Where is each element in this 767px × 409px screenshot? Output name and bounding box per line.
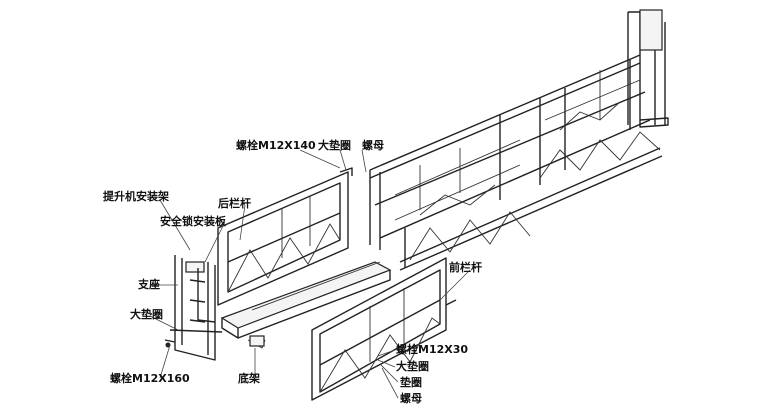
- label-nut-bottom: 螺母: [400, 391, 422, 405]
- rear-rail-assembly: [217, 167, 353, 306]
- label-safety-lock-plate: 安全锁安装板: [160, 214, 227, 228]
- label-nut-top: 螺母: [362, 138, 384, 152]
- leader-lines: [149, 149, 471, 399]
- label-hoist-mount: 提升机安装架: [103, 189, 169, 203]
- label-rear-rail: 后栏杆: [218, 196, 251, 210]
- label-bottom-frame: 底架: [238, 371, 260, 385]
- hoist-mount-assembly: [164, 255, 223, 361]
- label-bolt-m12x160: 螺栓M12X160: [110, 371, 190, 385]
- label-bolt-m12x140: 螺栓M12X140: [236, 138, 316, 152]
- label-front-rail: 前栏杆: [449, 260, 482, 274]
- label-support-base: 支座: [137, 277, 160, 291]
- label-large-washer-top: 大垫圈: [318, 138, 351, 152]
- label-large-washer-left: 大垫圈: [130, 307, 163, 321]
- assembled-platform: [369, 9, 669, 271]
- label-large-washer-bottom: 大垫圈: [396, 359, 429, 373]
- front-rail-assembly: [311, 257, 457, 401]
- bottom-frame-assembly: [220, 261, 392, 349]
- label-bolt-m12x30: 螺栓M12X30: [396, 342, 468, 356]
- label-washer: 垫圈: [400, 375, 422, 389]
